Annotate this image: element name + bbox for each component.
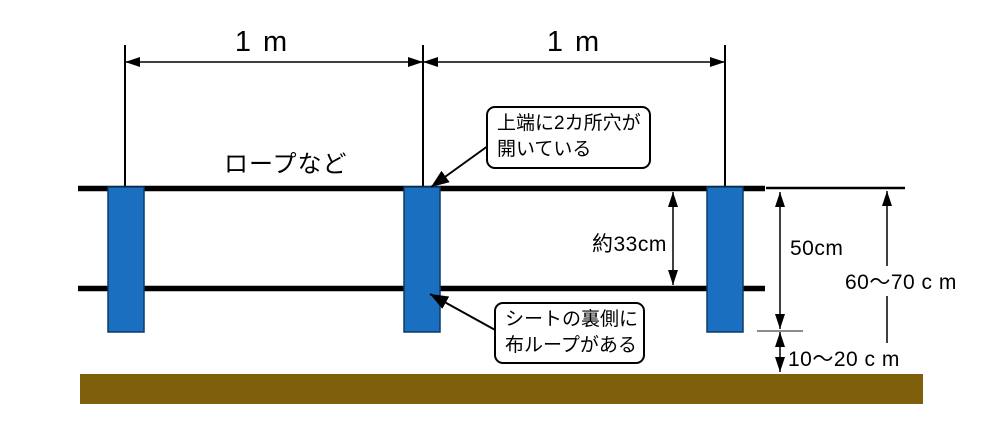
callout-bottom-loop-line2: 布ループがある: [505, 335, 637, 356]
callout-top-holes-line1: 上端に2カ所穴が: [497, 113, 641, 134]
callout-bottom-leader-arrow: [429, 293, 498, 332]
dim-label-sheet-overlap: 約33cm: [592, 233, 667, 256]
post-right: [706, 186, 744, 333]
dim-label-sheet-height: 50cm: [790, 237, 844, 260]
callout-bottom-loop: シートの裏側に 布ループがある: [494, 302, 645, 364]
callout-top-holes-line2: 開いている: [497, 139, 592, 160]
callout-top-leader-arrow: [430, 142, 493, 188]
dim-label-total-height: 60～70 c m: [843, 266, 959, 296]
dim-label-span-left: 1 m: [234, 26, 290, 58]
ground-bar: [80, 374, 923, 404]
rope-label: ロープなど: [224, 151, 348, 178]
dim-label-ground-gap: 10～20 c m: [786, 343, 902, 373]
dim-label-span-right: 1 m: [546, 26, 602, 58]
post-left: [107, 186, 145, 333]
callout-top-holes: 上端に2カ所穴が 開いている: [486, 106, 651, 169]
post-middle: [403, 186, 441, 333]
callout-bottom-loop-line1: シートの裏側に: [505, 309, 639, 330]
